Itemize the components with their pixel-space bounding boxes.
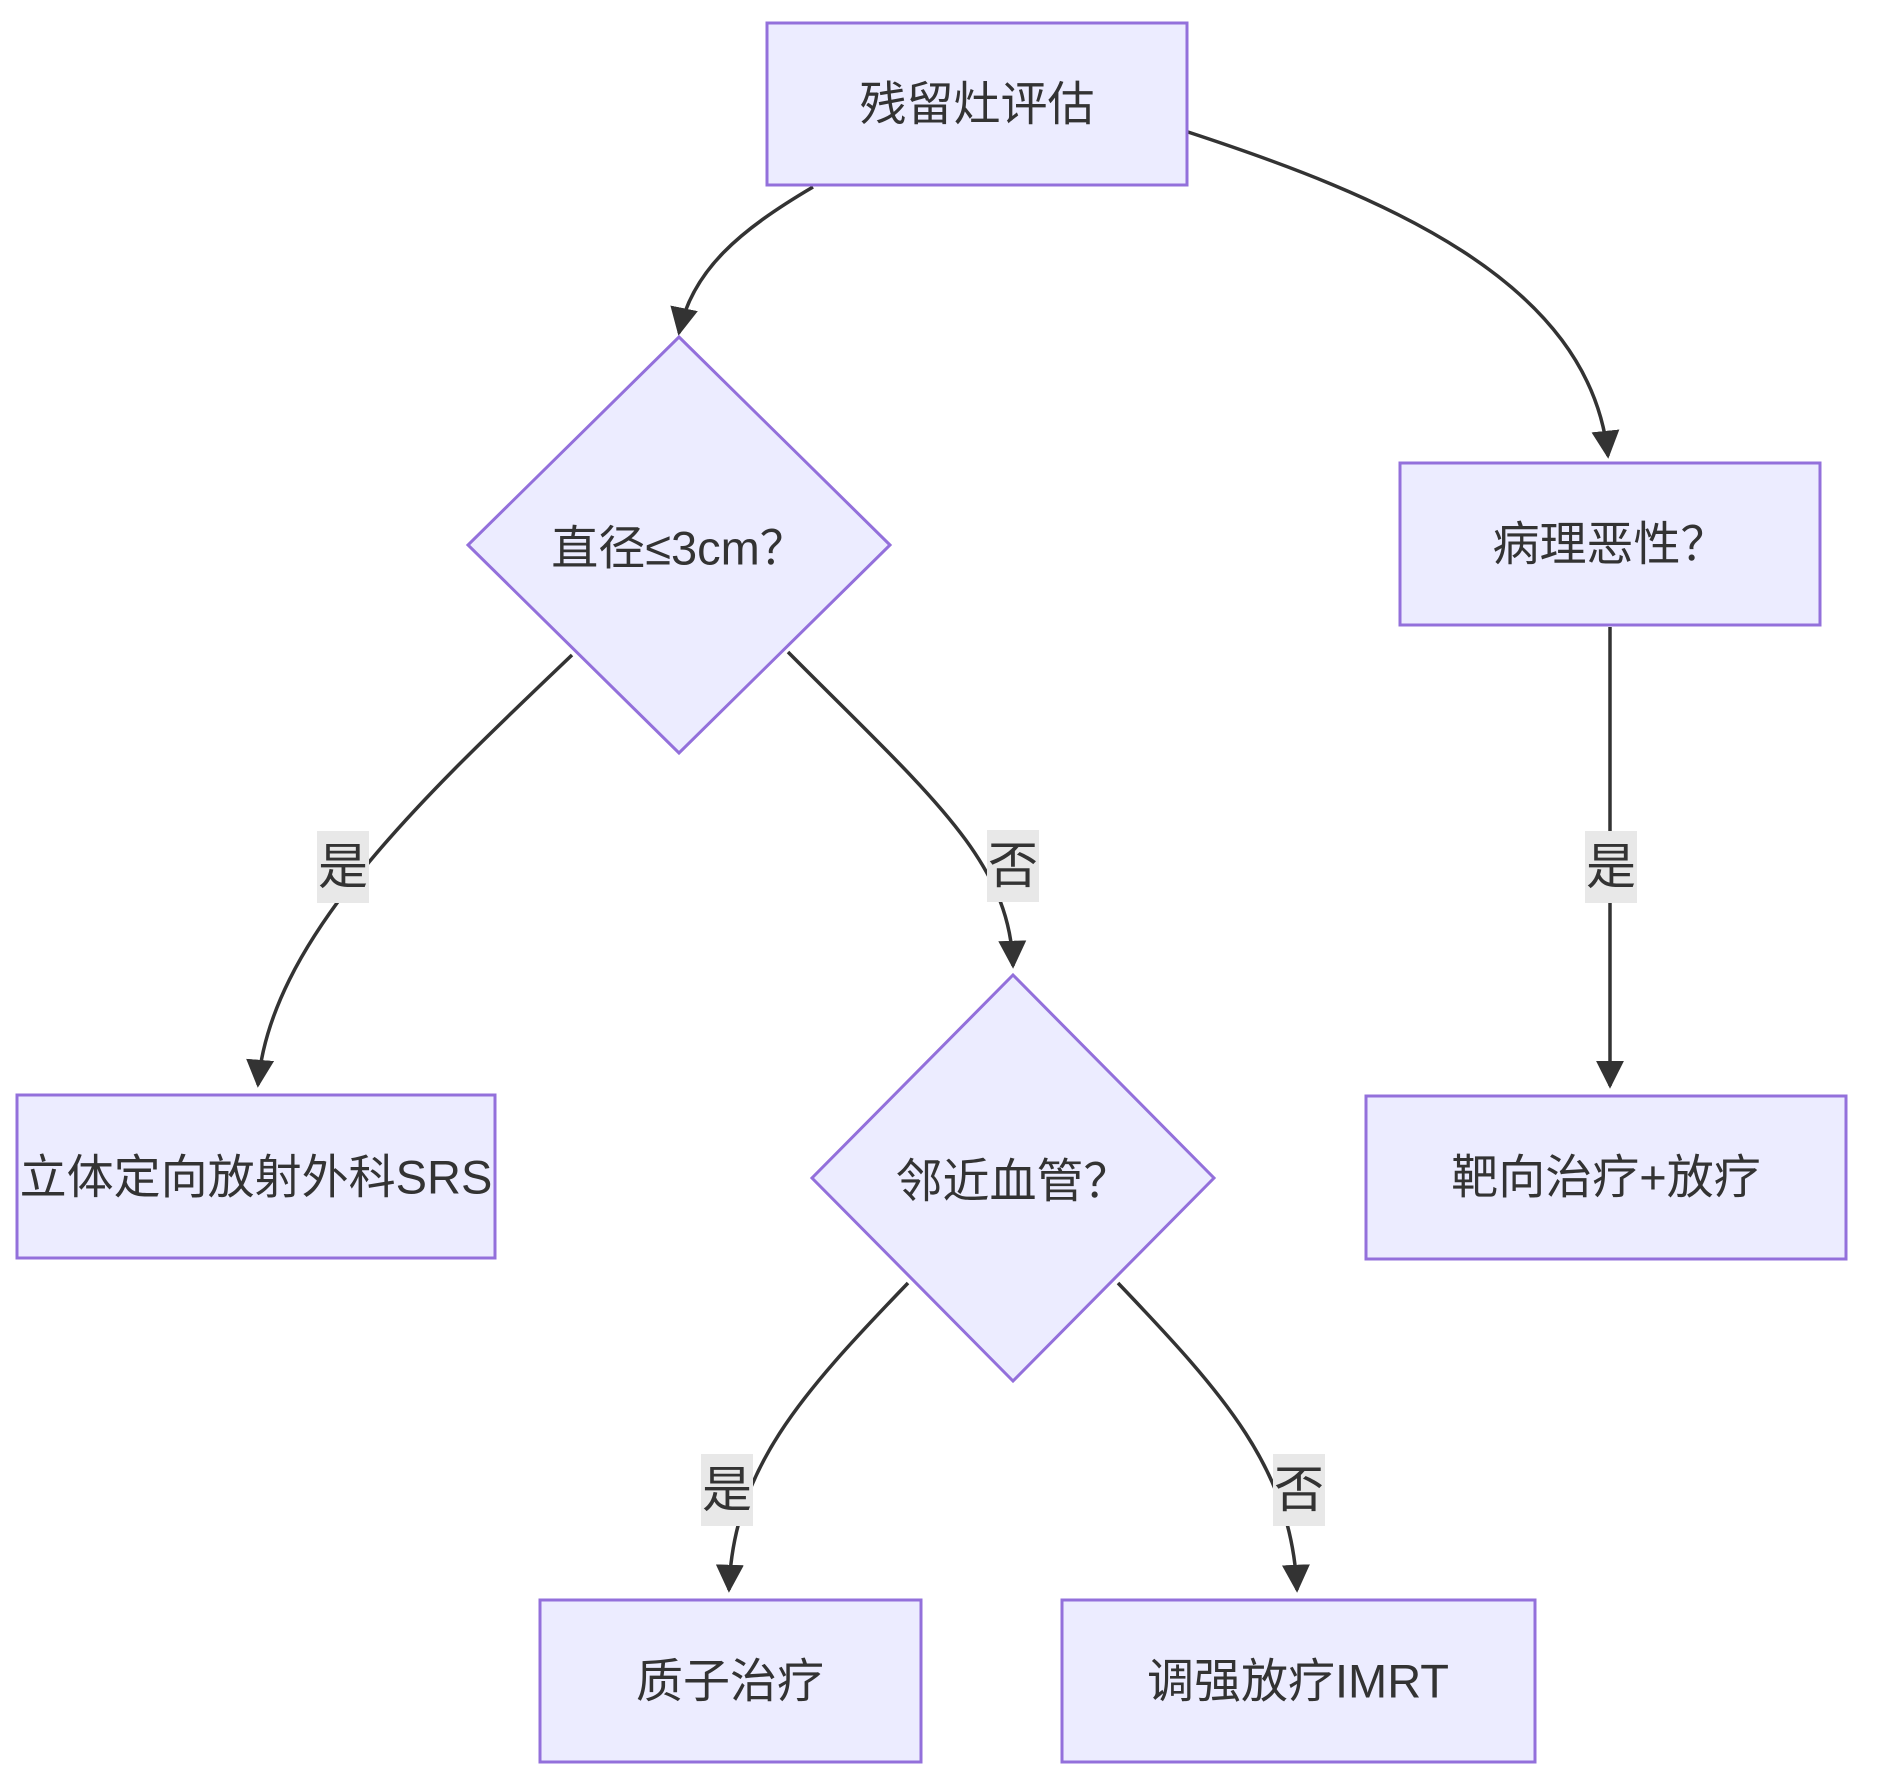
node-root-label: 残留灶评估 [860, 78, 1095, 131]
edge-diameter-yes-to-srs [246, 653, 574, 1088]
edge-label-bg [1585, 831, 1637, 903]
node-pathology: 病理恶性？ [1398, 461, 1822, 627]
edge-label-bg [987, 830, 1039, 902]
edge-label-text: 是 [1586, 839, 1636, 895]
edge-vessel-yes-to-proton [715, 1281, 910, 1593]
node-diameter-diamond [465, 334, 893, 756]
node-srs: 立体定向放射外科SRS [15, 1093, 497, 1260]
node-pathology-label: 病理恶性？ [1493, 518, 1728, 571]
edge-label-text: 是 [318, 839, 368, 895]
edge-label-text: 是 [702, 1462, 752, 1518]
node-proton: 质子治疗 [538, 1598, 923, 1764]
node-targeted-label: 靶向治疗+放疗 [1451, 1151, 1760, 1204]
edge-label-vessel-yes: 是 [701, 1454, 753, 1526]
edge-root-to-pathology [1187, 130, 1620, 459]
node-srs-label: 立体定向放射外科SRS [20, 1151, 493, 1204]
node-diameter-decision: 直径≤3cm？ [465, 334, 893, 756]
node-pathology-box [1398, 461, 1822, 627]
edge-label-pathology-yes: 是 [1585, 831, 1637, 903]
edge-label-diameter-yes: 是 [317, 831, 369, 903]
node-proton-box [538, 1598, 923, 1764]
edge-label-diameter-no: 否 [987, 830, 1039, 902]
node-imrt-label: 调强放疗IMRT [1147, 1655, 1449, 1708]
edge-label-bg [1273, 1454, 1325, 1526]
node-vessel-decision: 邻近血管？ [809, 972, 1217, 1384]
edge-vessel-no-to-imrt [1116, 1281, 1310, 1593]
node-vessel-diamond [809, 972, 1217, 1384]
edge-label-text: 否 [988, 838, 1038, 894]
node-root-box [765, 21, 1189, 187]
node-vessel-label: 邻近血管？ [896, 1155, 1131, 1208]
edge-diameter-no-to-vessel [786, 650, 1027, 969]
edge-label-vessel-no: 否 [1273, 1454, 1325, 1526]
edge-root-to-diameter [670, 185, 814, 336]
node-targeted-box [1364, 1094, 1848, 1261]
node-targeted: 靶向治疗+放疗 [1364, 1094, 1848, 1261]
node-srs-box [15, 1093, 497, 1260]
node-diameter-label: 直径≤3cm？ [551, 522, 807, 575]
node-proton-label: 质子治疗 [636, 1655, 824, 1708]
node-root: 残留灶评估 [765, 21, 1189, 187]
edge-label-text: 否 [1274, 1462, 1324, 1518]
node-imrt-box [1060, 1598, 1537, 1764]
node-imrt: 调强放疗IMRT [1060, 1598, 1537, 1764]
edge-label-bg [701, 1454, 753, 1526]
edge-label-bg [317, 831, 369, 903]
